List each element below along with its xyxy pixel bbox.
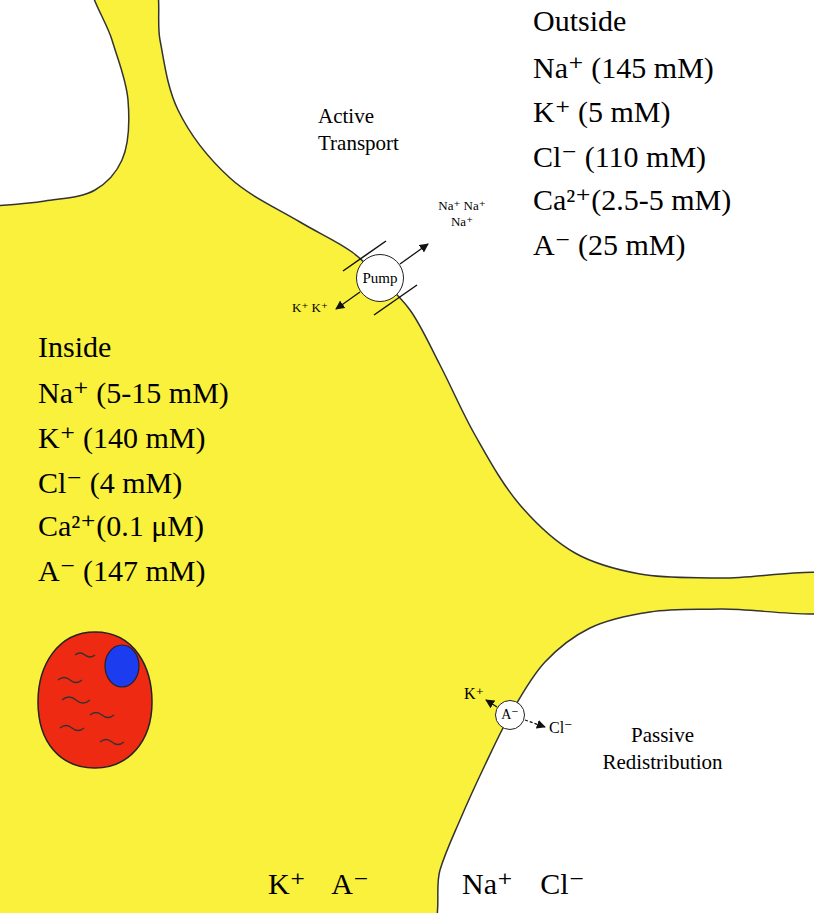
- channel-wall: [343, 241, 386, 271]
- transport-arrow: [400, 244, 428, 264]
- region-heading: Outside: [533, 3, 626, 39]
- diffusion-arrow: [525, 720, 545, 727]
- channel-circle: A⁻: [495, 700, 525, 730]
- ion-label: K⁺ K⁺: [292, 300, 328, 316]
- concentration-label: A⁻ (147 mM): [38, 553, 206, 589]
- process-label: Passive Redistribution: [590, 722, 735, 777]
- ion-label: K⁺ A⁻: [268, 866, 369, 902]
- process-label: Active Transport: [318, 103, 418, 158]
- transport-arrow: [336, 292, 360, 309]
- node-text: Pump: [362, 270, 397, 287]
- concentration-label: Na⁺ (145 mM): [533, 50, 714, 86]
- ion-label: Na⁺ Na⁺ Na⁺: [436, 198, 488, 229]
- concentration-label: Na⁺ (5-15 mM): [38, 375, 229, 411]
- ion-label: Cl⁻: [549, 718, 573, 737]
- concentration-label: A⁻ (25 mM): [533, 227, 686, 263]
- ion-label: K⁺: [464, 684, 484, 703]
- concentration-label: Ca²⁺(0.1 μM): [38, 508, 204, 544]
- diffusion-arrow: [486, 700, 497, 707]
- concentration-label: Ca²⁺(2.5-5 mM): [533, 182, 731, 218]
- concentration-label: Cl⁻ (110 mM): [533, 139, 706, 175]
- pump-circle: Pump: [356, 254, 404, 302]
- channel-wall: [374, 285, 417, 315]
- cell-body: [38, 632, 152, 768]
- ion-label: Na⁺ Cl⁻: [462, 866, 585, 902]
- concentration-label: Cl⁻ (4 mM): [38, 465, 182, 501]
- concentration-label: K⁺ (5 mM): [533, 94, 671, 130]
- region-heading: Inside: [38, 329, 111, 365]
- node-text: A⁻: [501, 707, 519, 722]
- concentration-label: K⁺ (140 mM): [38, 420, 206, 456]
